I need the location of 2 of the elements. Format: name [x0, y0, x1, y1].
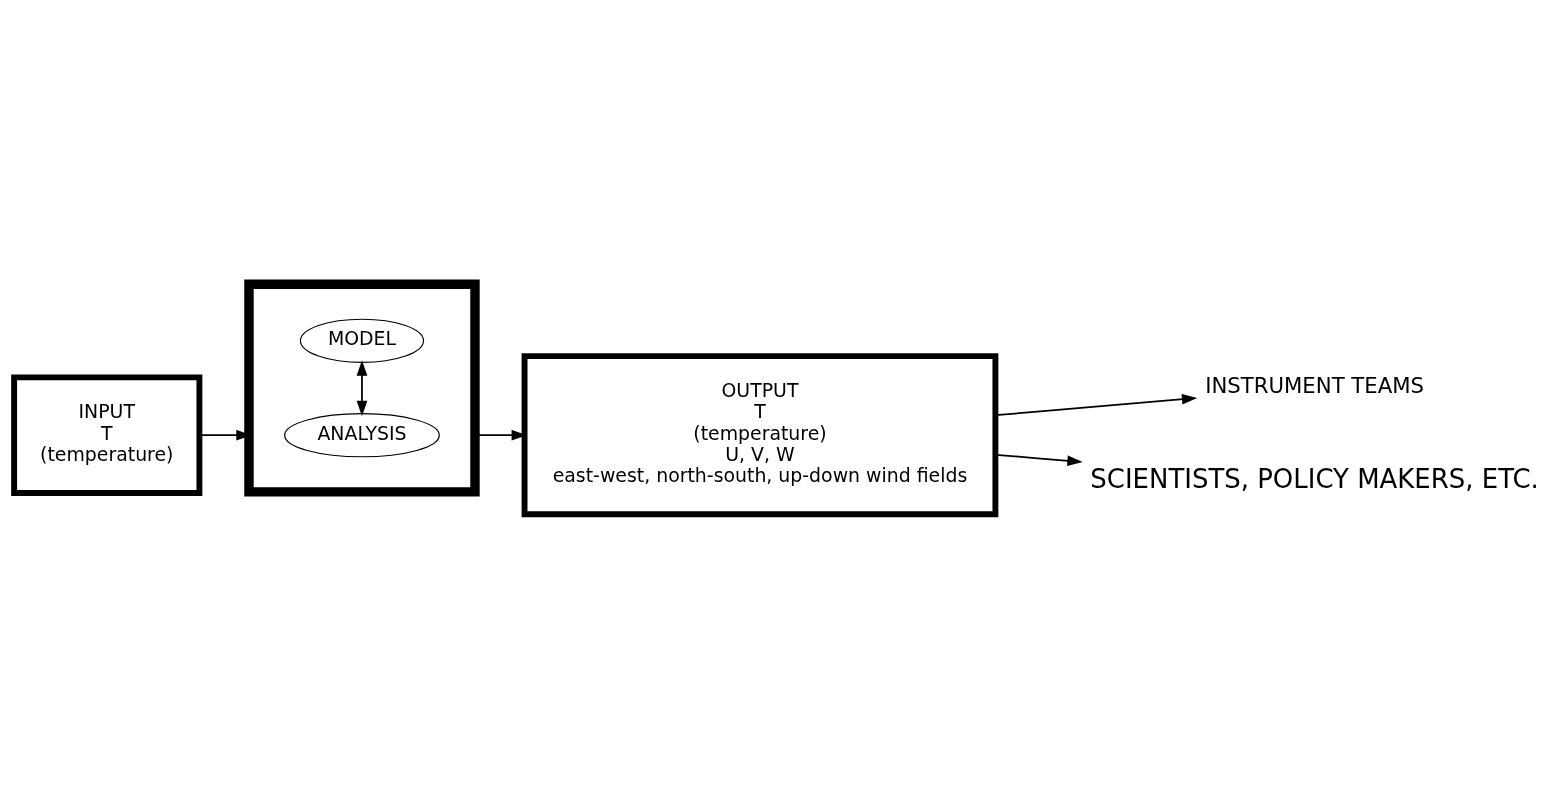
node-text: INSTRUMENT TEAMS [1204, 372, 1424, 398]
node-text: SCIENTISTS, POLICY MAKERS, ETC. [1089, 463, 1539, 494]
